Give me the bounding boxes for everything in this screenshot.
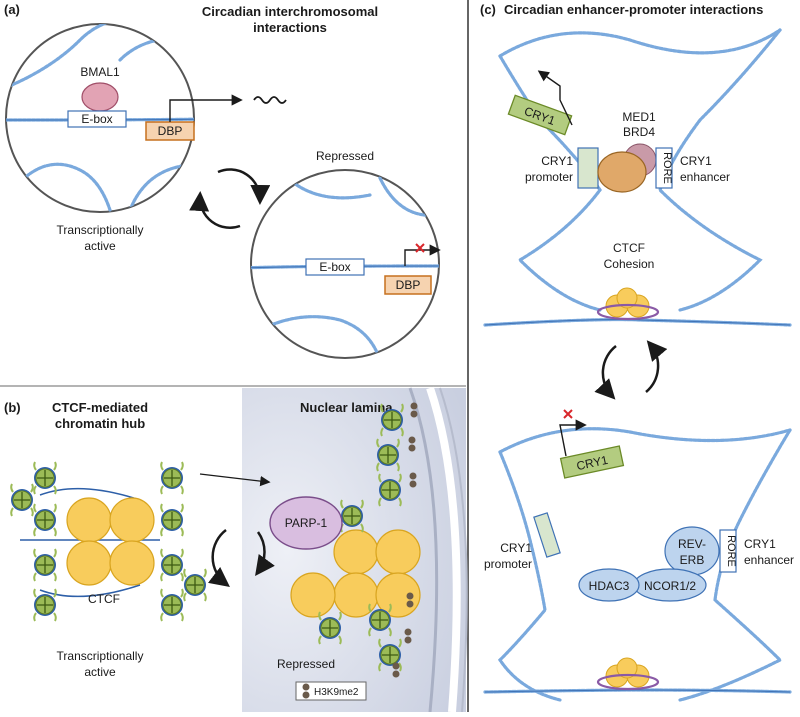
lamina-hub	[290, 402, 421, 678]
blocked-transcription-arrow	[404, 244, 441, 266]
blocked-cry1-arrow	[559, 419, 587, 457]
brd4-label: BRD4	[623, 125, 655, 139]
ncor-label: NCOR1/2	[644, 579, 696, 593]
rev-erb-protein	[664, 526, 720, 576]
mrna-squiggle	[253, 96, 287, 104]
panel-a-letter: (a)	[4, 2, 20, 17]
cry1-promoter-box-active	[577, 147, 599, 189]
cry1-enhancer-active-line2: enhancer	[680, 170, 730, 184]
cry1-gene-active	[507, 94, 573, 136]
cry1-promoter-active-line2: promoter	[525, 170, 573, 184]
rore-repressed-label: RORE	[725, 535, 737, 567]
rore-box-active	[655, 147, 673, 189]
cry1-gene-repressed	[559, 445, 625, 479]
med1-protein	[597, 151, 647, 193]
hdac3-label: HDAC3	[589, 579, 630, 593]
cry1-gene-repressed-label: CRY1	[575, 453, 609, 473]
active-label-b-line1: Transcriptionally	[57, 649, 144, 663]
dbp-active-label: DBP	[158, 124, 183, 138]
cry1-promoter-active-line1: CRY1	[541, 154, 573, 168]
cry1-enhancer-repressed-line2: enhancer	[744, 553, 794, 567]
transcription-arrow	[169, 94, 243, 122]
legend-h3k9me2-label: H3K9me2	[314, 687, 359, 698]
cohesin-ring-repressed	[596, 657, 660, 691]
cry1-enhancer-repressed-line1: CRY1	[744, 537, 776, 551]
ebox-repressed	[305, 258, 365, 276]
cohesion-label: Cohesion	[604, 257, 655, 271]
panel-b: (b) CTCF-mediated chromatin hub Nuclear …	[4, 386, 468, 713]
cry1-enhancer-active-line1: CRY1	[680, 154, 712, 168]
dbp-repressed-label: DBP	[396, 278, 421, 292]
cohesin-ring-active	[596, 287, 660, 321]
panel-b-letter: (b)	[4, 400, 21, 415]
panel-c-title: Circadian enhancer-promoter interactions	[504, 2, 763, 17]
bmal1-protein	[81, 82, 119, 112]
cycle-arrow-c-left	[594, 345, 617, 400]
active-label-line1: Transcriptionally	[57, 223, 144, 237]
cycle-arrow-b-left	[208, 529, 230, 588]
panel-b-title-line1: CTCF-mediated	[52, 400, 148, 415]
block-x-icon	[415, 243, 425, 253]
active-label-b-line2: active	[84, 665, 116, 679]
enhancer-promoter-loop-repressed	[483, 427, 792, 702]
panel-a-title-line2: interactions	[253, 20, 327, 35]
cry1-promoter-box-repressed	[533, 512, 561, 558]
cycle-arrow-c-right	[645, 340, 668, 393]
panel-c: (c) Circadian enhancer-promoter interact…	[480, 2, 794, 702]
cry1-promoter-repressed-line2: promoter	[484, 557, 532, 571]
cry1-transcription-arrow	[537, 70, 573, 126]
rev-erb-label-line1: REV-	[678, 537, 706, 551]
panel-a-title-line1: Circadian interchromosomal	[202, 4, 378, 19]
hdac3-protein	[578, 568, 640, 602]
parp1-protein	[269, 496, 343, 550]
ctcf-hub	[10, 461, 207, 622]
ebox-repressed-label: E-box	[319, 260, 350, 274]
ctcf-label-b: CTCF	[88, 592, 120, 606]
dbp-gene-repressed	[384, 275, 432, 295]
panel-a: (a) Circadian interchromosomal interacti…	[4, 2, 441, 359]
legend-h3k9me2: H3K9me2	[295, 681, 367, 701]
ebox-active-label: E-box	[81, 112, 112, 126]
nuclear-lamina-label: Nuclear lamina	[300, 400, 393, 415]
repressed-label-b: Repressed	[277, 657, 335, 671]
cycle-arrow-b-right	[255, 531, 275, 577]
active-label-line2: active	[84, 239, 116, 253]
panel-c-letter: (c)	[480, 2, 496, 17]
cycle-arrow-a-top	[217, 168, 271, 205]
panel-b-title-line2: chromatin hub	[55, 416, 145, 431]
med1-label: MED1	[622, 110, 656, 124]
ebox-active	[67, 110, 127, 128]
bmal1-label: BMAL1	[80, 65, 120, 79]
parp1-label: PARP-1	[285, 516, 328, 530]
ctcf-label-c: CTCF	[613, 241, 645, 255]
relocation-arrow	[199, 473, 271, 487]
rore-box-repressed	[719, 529, 737, 573]
cry1-promoter-repressed-line1: CRY1	[500, 541, 532, 555]
rev-erb-label-line2: ERB	[680, 553, 705, 567]
cycle-arrow-a-bottom	[189, 191, 241, 229]
rore-active-label: RORE	[661, 152, 673, 184]
repressed-label-a: Repressed	[316, 149, 374, 163]
block-x-icon-c	[563, 409, 573, 419]
